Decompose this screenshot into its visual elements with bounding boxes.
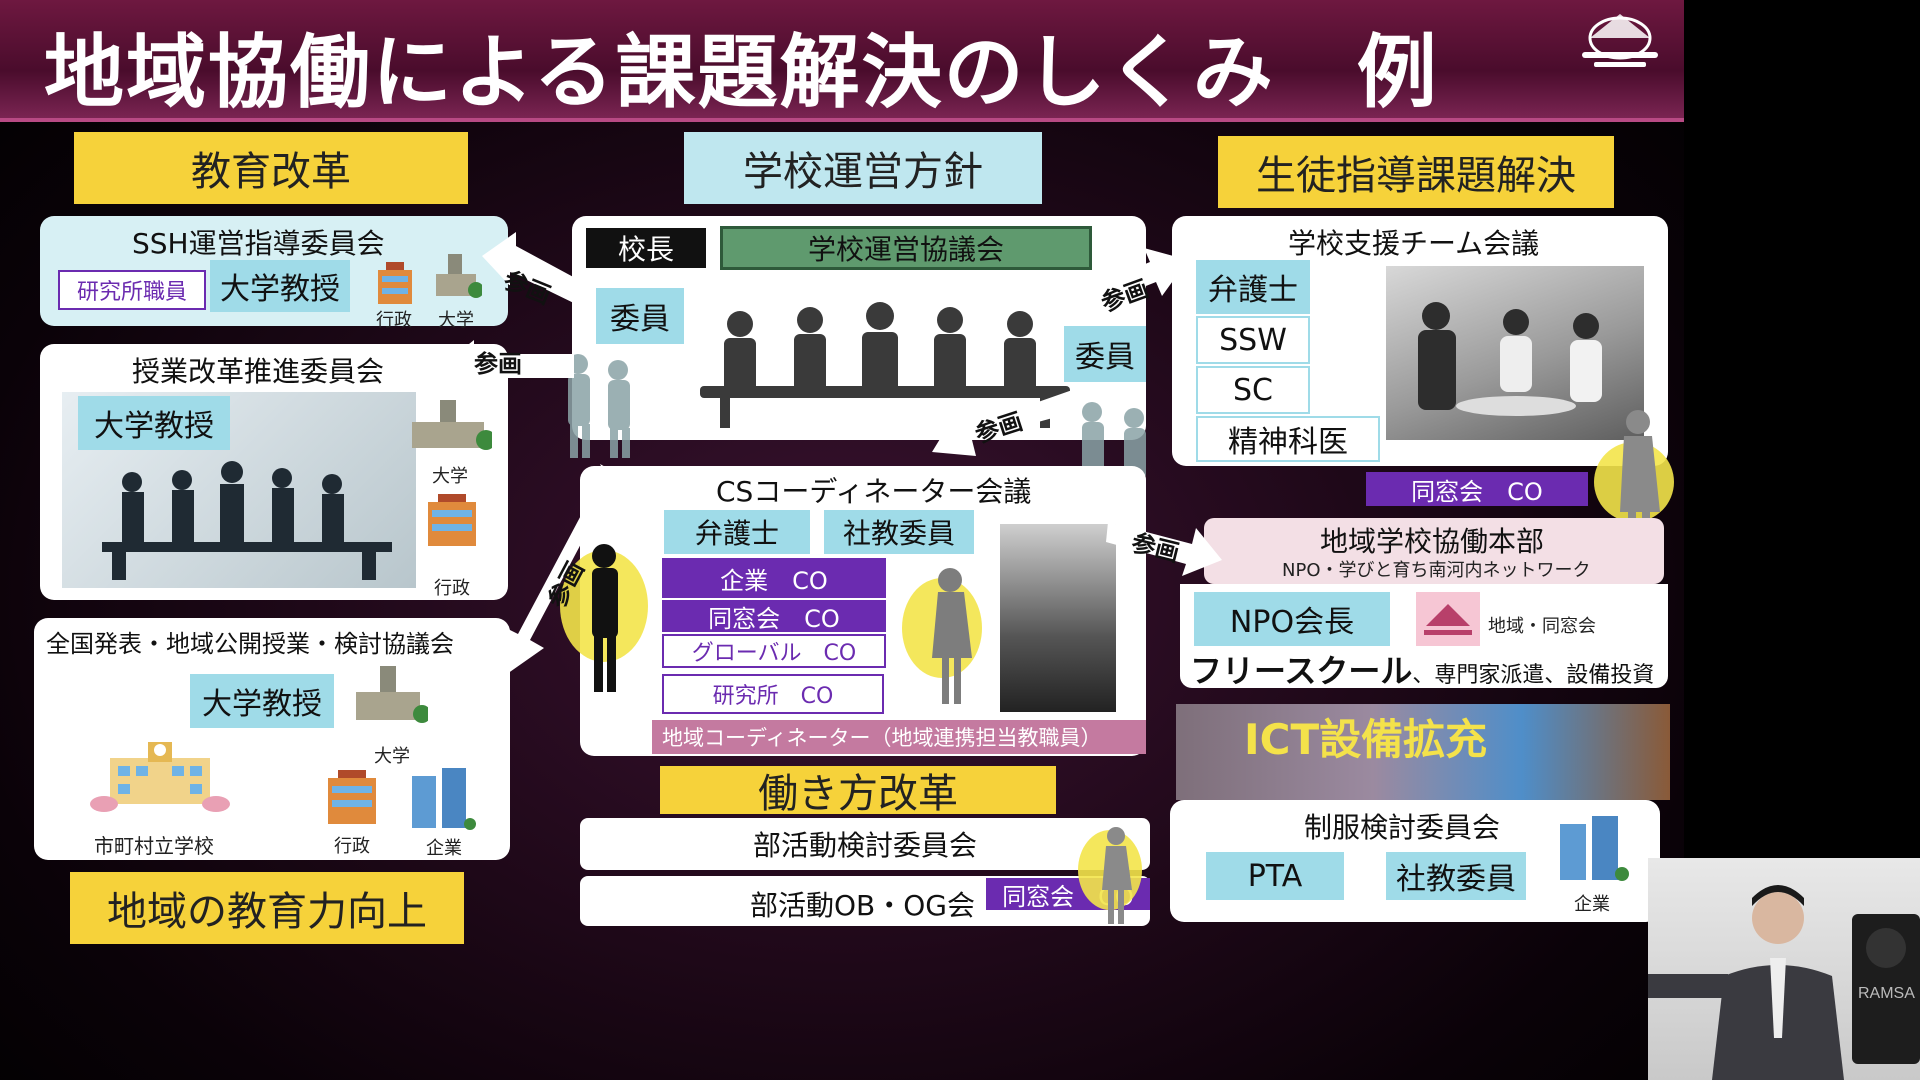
sankaku-arrow-right	[1106, 522, 1222, 576]
chiiki-gakko-box: NPO会長 地域・同窓会 フリースクール、専門家派遣、設備投資	[1180, 584, 1668, 690]
meeting-silhouettes-icon	[102, 461, 392, 580]
header-gakko-unei: 学校運営方針	[684, 132, 1042, 204]
city-hall-icon	[328, 770, 376, 824]
zenkoku-kigyo-label: 企業	[426, 838, 462, 859]
free-school-label: フリースクール	[1190, 652, 1413, 690]
bukatsu-obog-box: 部活動OB・OG会 同窓会 CO	[580, 876, 1150, 926]
cs-bengoshi-label: 弁護士	[664, 510, 810, 554]
title-bar: 地域協働による課題解決のしくみ 例	[0, 0, 1684, 122]
sankaku-arrow-down-left	[932, 388, 1082, 456]
chrysanthemum-emblem-icon	[1416, 592, 1480, 646]
ssh-daigaku-label: 大学	[438, 310, 474, 331]
sankaku-arrow-left	[442, 340, 574, 390]
seifuku-committee-box: 制服検討委員会 PTA 社教委員 企業	[1170, 800, 1660, 922]
support-meeting-photo	[1386, 266, 1644, 440]
institute-staff-label: 研究所職員	[58, 270, 206, 310]
ssh-committee-box: SSH運営指導委員会 研究所職員 大学教授 行政 大学	[40, 216, 508, 331]
city-hall-icon	[378, 262, 412, 304]
support-team-box: 学校支援チーム会議 弁護士 SSW SC 精神科医	[1172, 216, 1668, 466]
office-worker-photo	[1000, 524, 1116, 712]
chiiki-gakko-header-box: 地域学校協働本部 NPO・学びと育ち南河内ネットワーク	[1204, 518, 1664, 584]
sankaku-arrow-down-left	[504, 464, 618, 676]
seifuku-title: 制服検討委員会	[1304, 811, 1501, 844]
dosokai-co-label: 同窓会 CO	[662, 600, 886, 633]
support-dosokai-label: 同窓会 CO	[1366, 472, 1588, 506]
slide-title: 地域協働による課題解決のしくみ 例	[44, 26, 1439, 119]
zenkoku-school-label: 市町村立学校	[94, 834, 214, 858]
chiiki-gakko-subtitle: NPO・学びと育ち南河内ネットワーク	[1282, 560, 1591, 581]
bukatsu-committee-label: 部活動検討委員会	[752, 829, 977, 862]
header-kyoiku-kaikaku: 教育改革	[74, 132, 468, 204]
people-walking-silhouette-icon	[568, 354, 630, 458]
university-building-icon	[436, 254, 482, 298]
presenter-icon: RAMSA	[1648, 885, 1920, 1080]
school-building-icon	[90, 742, 230, 812]
sankaku-arrow-right	[1058, 248, 1188, 318]
cs-title: CSコーディネーター会議	[716, 475, 1032, 508]
bukatsu-committee-box: 部活動検討委員会	[580, 818, 1150, 870]
businesswoman-silhouette-icon	[902, 568, 982, 704]
sankaku-label-2: 参画	[474, 350, 522, 378]
sankaku-arrow-left	[482, 232, 590, 308]
slide: 地域協働による課題解決のしくみ 例 教育改革 学校運営方針 生徒指導課題解決 S…	[0, 0, 1684, 1080]
jugyo-gyosei-label: 行政	[434, 578, 470, 599]
seifuku-kigyo-label: 企業	[1574, 894, 1610, 915]
office-buildings-icon	[1560, 816, 1629, 881]
zenkoku-professor-label: 大学教授	[190, 674, 334, 728]
free-school-line: フリースクール、専門家派遣、設備投資	[1190, 646, 1654, 692]
ict-banner: ICT設備拡充	[1176, 704, 1670, 800]
member-left-label: 委員	[596, 288, 684, 344]
office-buildings-icon	[412, 768, 476, 830]
jugyo-daigaku-label: 大学	[432, 466, 468, 487]
free-school-rest-label: 、専門家派遣、設備投資	[1412, 663, 1655, 688]
businesswoman-silhouette-icon	[1078, 827, 1142, 924]
ssh-gyosei-label: 行政	[376, 310, 412, 331]
presenter-video: RAMSA	[1648, 858, 1920, 1080]
kenkyujo-co-label: 研究所 CO	[662, 674, 884, 714]
jugyo-professor-label: 大学教授	[78, 396, 230, 450]
school-council-box: 校長 学校運営協議会 委員	[572, 216, 1146, 440]
city-hall-icon	[428, 494, 476, 546]
npo-chairman-label: NPO会長	[1194, 592, 1390, 646]
chiiki-gakko-title: 地域学校協働本部	[1320, 525, 1545, 558]
sc-label: SC	[1196, 366, 1310, 414]
jugyo-kaikaku-box: 授業改革推進委員会 大学教授 大学 行政	[40, 344, 508, 600]
cs-shakyo-label: 社教委員	[824, 510, 974, 554]
meeting-people-icon	[1418, 302, 1602, 416]
university-building-icon	[356, 666, 428, 723]
pta-label: PTA	[1206, 852, 1344, 900]
bukatsu-obog-label: 部活動OB・OG会	[750, 889, 975, 922]
chrysanthemum-emblem-icon	[1582, 14, 1658, 67]
support-title: 学校支援チーム会議	[1288, 227, 1540, 260]
zenkoku-box: 全国発表・地域公開授業・検討協議会 大学教授 大学 市町村立学校 行政 企業	[34, 618, 510, 860]
header-seito-shido: 生徒指導課題解決	[1218, 136, 1614, 208]
member-right-label: 委員	[1064, 326, 1146, 382]
chiiki-doso-label: 地域・同窓会	[1488, 616, 1596, 637]
zenkoku-daigaku-label: 大学	[374, 746, 410, 767]
global-co-label: グローバル CO	[662, 634, 886, 668]
university-building-icon	[412, 400, 492, 450]
meeting-table-silhouettes-icon	[700, 302, 1070, 428]
zenkoku-gyosei-label: 行政	[334, 836, 370, 857]
principal-label: 校長	[586, 228, 706, 268]
ssh-professor-label: 大学教授	[210, 260, 350, 312]
header-chiiki-kyoikuryoku: 地域の教育力向上	[70, 872, 464, 944]
support-bengoshi-label: 弁護士	[1196, 260, 1310, 314]
school-council-label: 学校運営協議会	[720, 226, 1092, 270]
ict-label: ICT設備拡充	[1244, 715, 1488, 764]
psychiatrist-label: 精神科医	[1196, 416, 1380, 462]
businessman-silhouette-icon	[560, 544, 648, 692]
speaker-brand: RAMSA	[1858, 985, 1915, 1002]
kigyo-co-label: 企業 CO	[662, 558, 886, 598]
ssh-title: SSH運営指導委員会	[132, 227, 385, 260]
zenkoku-title: 全国発表・地域公開授業・検討協議会	[46, 630, 454, 658]
cs-coordinator-box: CSコーディネーター会議 弁護士 社教委員 企業 CO 同窓会 CO グローバル…	[560, 466, 1146, 756]
seifuku-shakyo-label: 社教委員	[1386, 852, 1526, 900]
jugyo-title: 授業改革推進委員会	[132, 355, 385, 388]
ssw-label: SSW	[1196, 316, 1310, 364]
regional-coordinator-label: 地域コーディネーター（地域連携担当教職員）	[652, 720, 1146, 754]
header-hatarakikata: 働き方改革	[660, 766, 1056, 817]
